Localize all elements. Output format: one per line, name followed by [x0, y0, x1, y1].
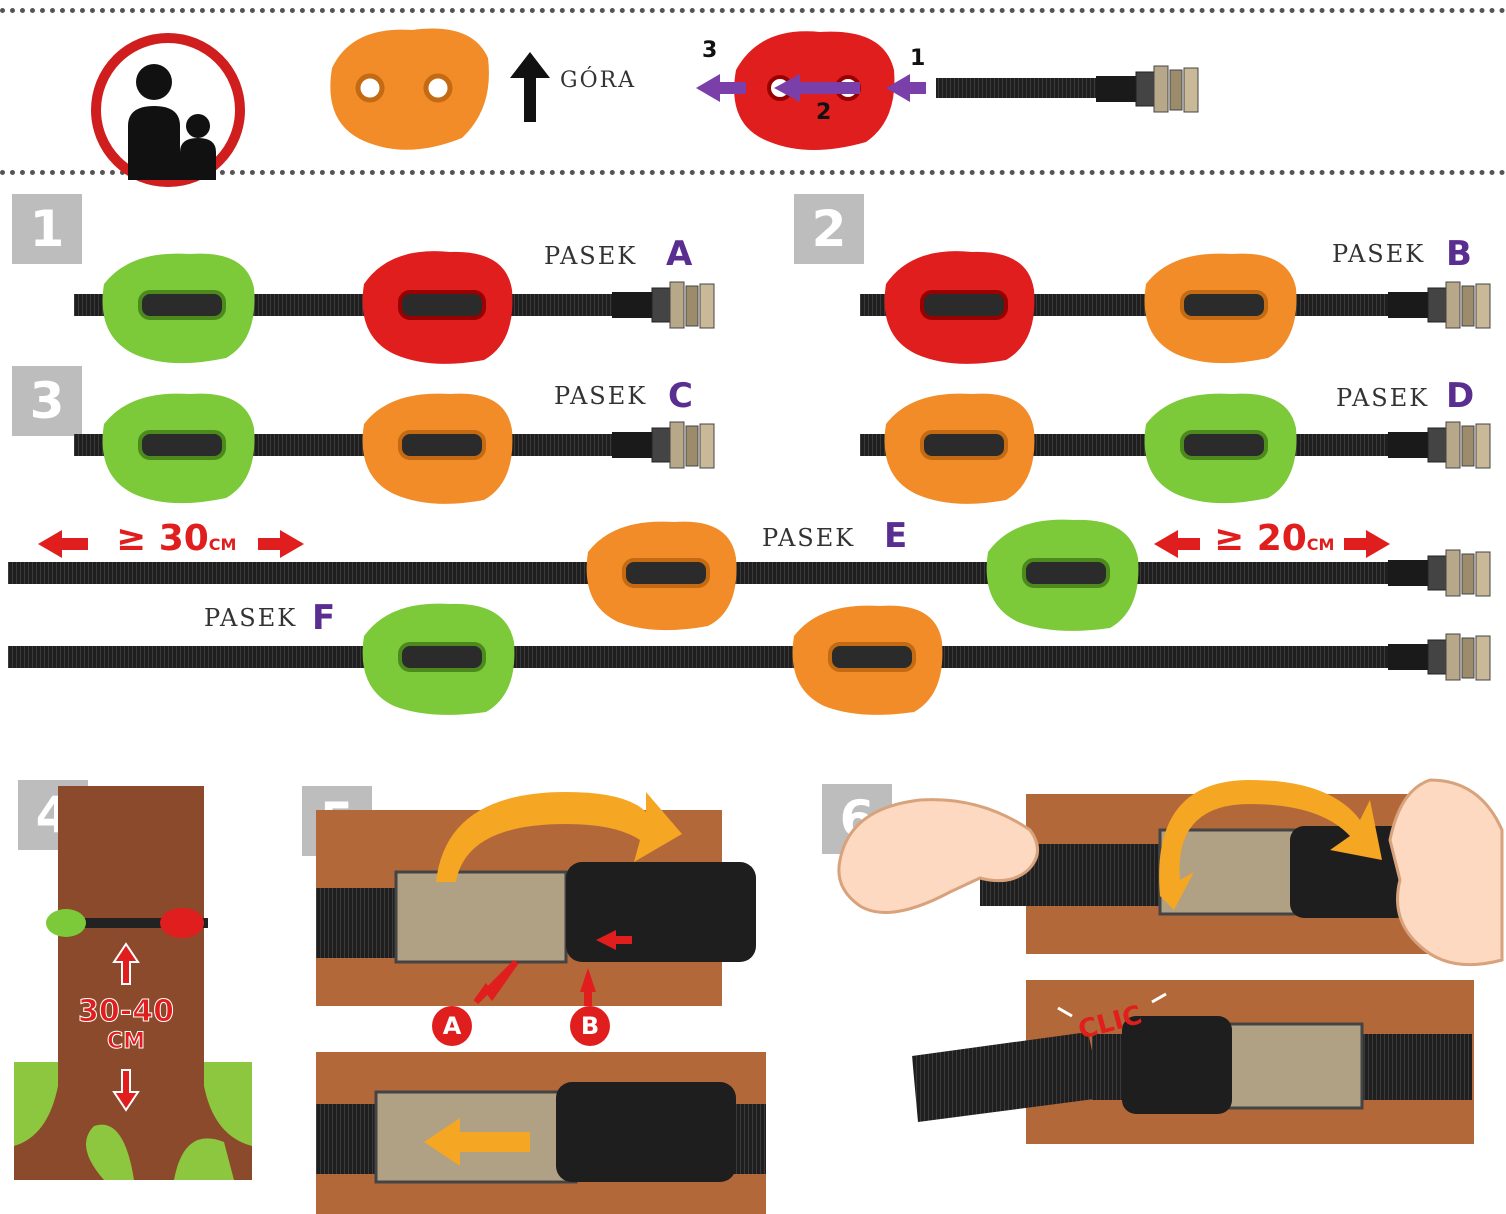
- strap-c-label: PASEK: [554, 382, 648, 410]
- strap-b-letter: B: [1446, 234, 1472, 274]
- up-direction-label: GÓRA: [560, 68, 637, 93]
- point-a-marker: A: [432, 1006, 472, 1046]
- strap-e-label: PASEK: [762, 524, 856, 552]
- step-2-badge: 2: [794, 194, 864, 264]
- orange-hold-icon: [330, 28, 489, 150]
- step-1-badge: 1: [12, 194, 82, 264]
- step-3-badge: 3: [12, 366, 82, 436]
- header-dotted-divider: [0, 170, 1506, 175]
- strap-a-label: PASEK: [544, 242, 638, 270]
- threading-diagram: [696, 31, 1199, 150]
- strap-tightening-top: [837, 778, 1504, 967]
- strap-a-letter: A: [666, 234, 693, 274]
- thread-step-3: 3: [702, 38, 718, 63]
- tree-height-unit: CM: [106, 1029, 146, 1055]
- strap-f-letter: F: [312, 598, 336, 638]
- strap-d-label: PASEK: [1336, 384, 1430, 412]
- ratchet-closeup-bottom: [316, 1052, 766, 1214]
- strap-locked-bottom: [912, 980, 1474, 1144]
- min-distance-right: ≥ 20CM: [1214, 518, 1335, 559]
- min-distance-left: ≥ 30CM: [116, 518, 237, 559]
- strap-c-diagram: [74, 393, 715, 504]
- tree-height-range: 30-40 CM: [66, 994, 186, 1055]
- point-b-marker: B: [570, 1006, 610, 1046]
- strap-b-label: PASEK: [1332, 240, 1426, 268]
- top-dotted-divider: [0, 8, 1506, 13]
- strap-e-diagram: [8, 519, 1491, 631]
- strap-d-diagram: [860, 393, 1491, 504]
- strap-a-diagram: [74, 251, 715, 364]
- ratchet-closeup-top: [316, 792, 756, 1006]
- thread-step-2: 2: [816, 100, 832, 125]
- strap-c-letter: C: [668, 376, 693, 416]
- strap-d-letter: D: [1446, 376, 1475, 416]
- tree-trunk-illustration: [14, 786, 252, 1180]
- adult-child-prohibited-icon: [91, 33, 245, 187]
- thread-step-1: 1: [910, 46, 926, 71]
- strap-f-label: PASEK: [204, 604, 298, 632]
- strap-e-letter: E: [884, 516, 908, 556]
- strap-b-diagram: [860, 251, 1491, 364]
- strap-f-diagram: [8, 603, 1491, 715]
- tree-height-value: 30-40: [78, 994, 175, 1030]
- up-arrow-icon: [510, 52, 550, 122]
